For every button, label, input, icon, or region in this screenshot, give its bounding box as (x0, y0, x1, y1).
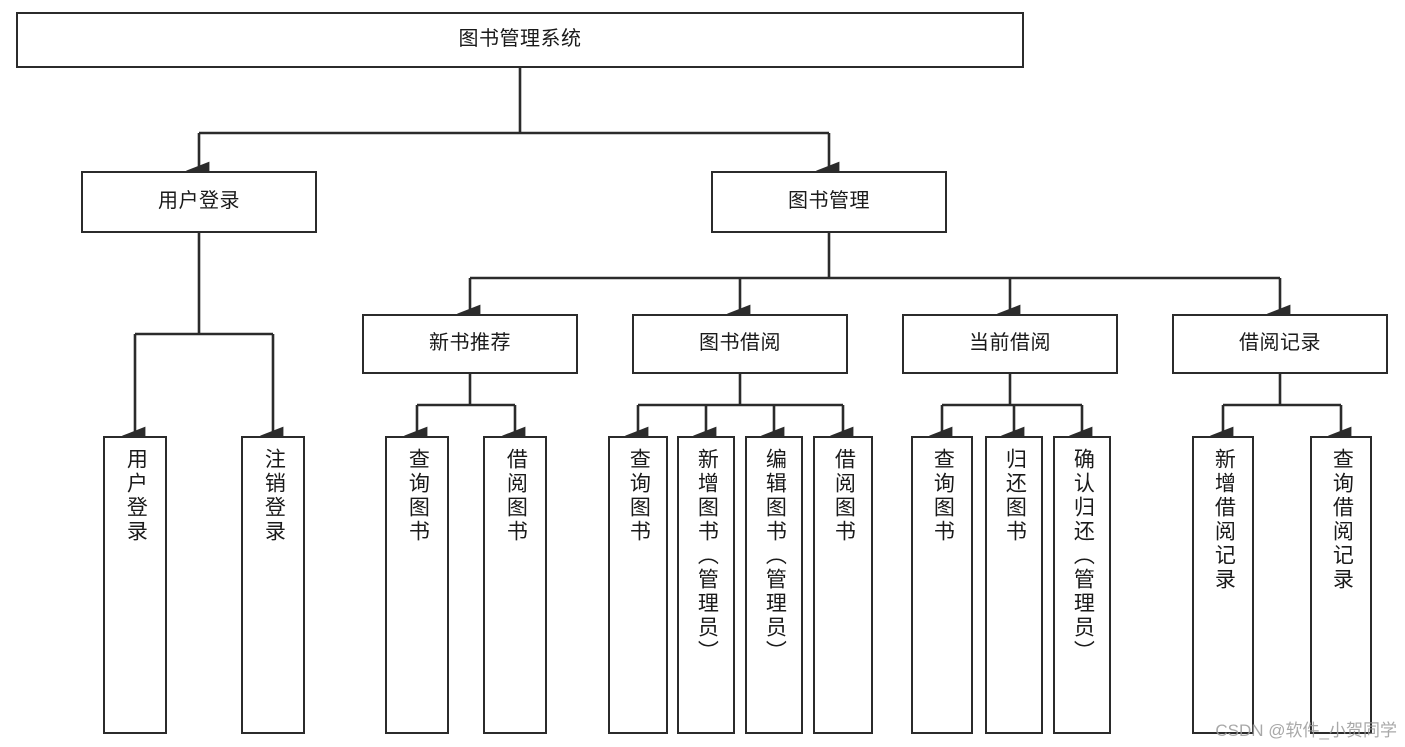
node-book-manage-label: 图书管理 (788, 190, 870, 213)
node-leaf-query-borrow-record[interactable]: 查询借阅记录 (1310, 436, 1372, 734)
node-leaf-return-book-label: 归还图书 (1003, 448, 1027, 544)
node-root[interactable]: 图书管理系统 (16, 12, 1024, 68)
node-leaf-user-login[interactable]: 用户登录 (103, 436, 167, 734)
node-current-borrow-label: 当前借阅 (969, 332, 1051, 355)
node-leaf-return-book[interactable]: 归还图书 (985, 436, 1043, 734)
node-leaf-borrow-book-label: 借阅图书 (832, 448, 856, 544)
node-leaf-query-book-current[interactable]: 查询图书 (911, 436, 973, 734)
node-leaf-borrow-book[interactable]: 借阅图书 (813, 436, 873, 734)
node-leaf-add-borrow-record-label: 新增借阅记录 (1212, 448, 1236, 592)
node-borrow-record-label: 借阅记录 (1239, 332, 1321, 355)
node-current-borrow[interactable]: 当前借阅 (902, 314, 1118, 374)
node-leaf-query-book-borrow[interactable]: 查询图书 (608, 436, 668, 734)
node-new-book-rec-label: 新书推荐 (429, 332, 511, 355)
node-root-label: 图书管理系统 (458, 28, 582, 51)
node-leaf-add-borrow-record[interactable]: 新增借阅记录 (1192, 436, 1254, 734)
node-leaf-add-book-admin[interactable]: 新增图书（管理员） (677, 436, 735, 734)
node-leaf-borrow-book-rec[interactable]: 借阅图书 (483, 436, 547, 734)
node-leaf-user-logout-label: 注销登录 (262, 448, 286, 544)
node-leaf-borrow-book-rec-label: 借阅图书 (504, 448, 528, 544)
node-leaf-query-borrow-record-label: 查询借阅记录 (1330, 448, 1354, 592)
node-leaf-confirm-return-admin[interactable]: 确认归还（管理员） (1053, 436, 1111, 734)
node-leaf-query-book-borrow-label: 查询图书 (627, 448, 651, 544)
node-leaf-query-book-rec[interactable]: 查询图书 (385, 436, 449, 734)
node-leaf-confirm-return-admin-label: 确认归还（管理员） (1071, 448, 1095, 664)
node-leaf-query-book-rec-label: 查询图书 (406, 448, 430, 544)
node-user-login-label: 用户登录 (158, 190, 240, 213)
node-book-borrow[interactable]: 图书借阅 (632, 314, 848, 374)
node-leaf-edit-book-admin[interactable]: 编辑图书（管理员） (745, 436, 803, 734)
csdn-watermark: CSDN @软件_小贺同学 (1215, 721, 1397, 740)
node-leaf-user-login-label: 用户登录 (124, 448, 148, 544)
node-book-manage[interactable]: 图书管理 (711, 171, 947, 233)
node-leaf-user-logout[interactable]: 注销登录 (241, 436, 305, 734)
node-book-borrow-label: 图书借阅 (699, 332, 781, 355)
node-new-book-rec[interactable]: 新书推荐 (362, 314, 578, 374)
node-leaf-query-book-current-label: 查询图书 (931, 448, 955, 544)
tree-connectors (122, 68, 1352, 445)
node-leaf-add-book-admin-label: 新增图书（管理员） (695, 448, 719, 664)
node-borrow-record[interactable]: 借阅记录 (1172, 314, 1388, 374)
node-leaf-edit-book-admin-label: 编辑图书（管理员） (763, 448, 787, 664)
node-user-login[interactable]: 用户登录 (81, 171, 317, 233)
